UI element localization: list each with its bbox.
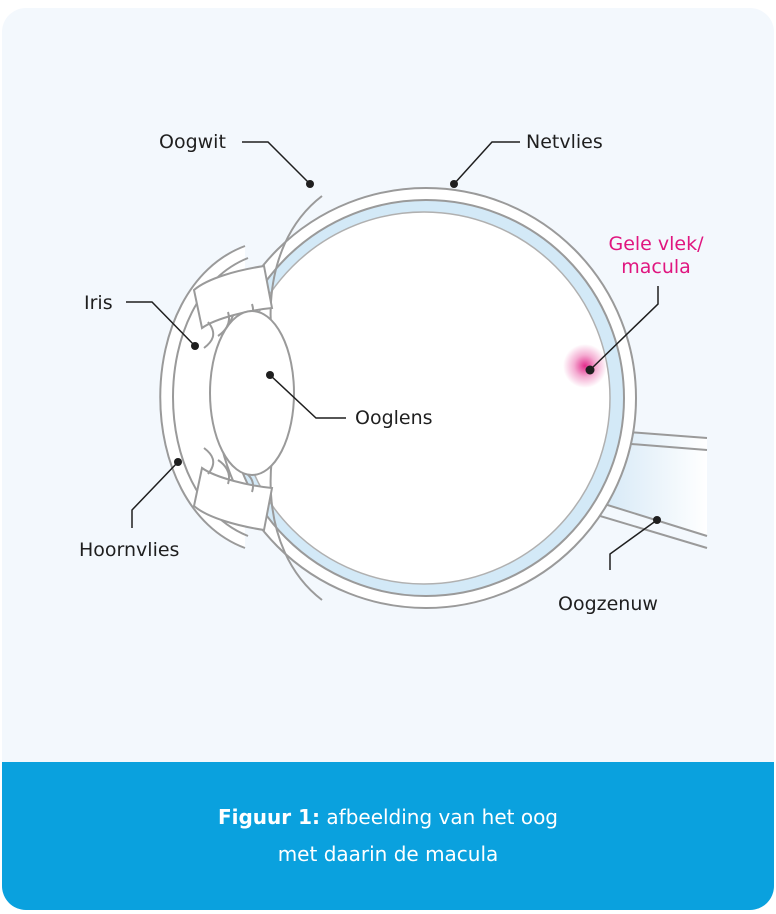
label-iris: Iris (84, 292, 113, 314)
caption-line-2: met daarin de macula (278, 836, 499, 873)
label-oogwit: Oogwit (159, 131, 226, 153)
caption-text-1: afbeelding van het oog (326, 805, 558, 829)
label-macula: macula (621, 256, 691, 278)
label-oogzenuw: Oogzenuw (558, 593, 658, 615)
label-ooglens: Ooglens (355, 407, 433, 429)
lens-shape (210, 311, 294, 475)
label-hoornvlies: Hoornvlies (79, 539, 179, 561)
caption-bold: Figuur 1: (218, 805, 320, 829)
caption-band: Figuur 1: afbeelding van het oog met daa… (2, 762, 774, 910)
caption-line-1: Figuur 1: afbeelding van het oog (218, 799, 558, 836)
label-gele-vlek: Gele vlek/ (608, 233, 704, 255)
eye-diagram: Oogwit Netvlies Gele vlek/ macula Iris O… (2, 8, 774, 762)
macula-glow (563, 344, 607, 388)
label-netvlies: Netvlies (526, 131, 603, 153)
figure-card: Oogwit Netvlies Gele vlek/ macula Iris O… (2, 8, 774, 910)
